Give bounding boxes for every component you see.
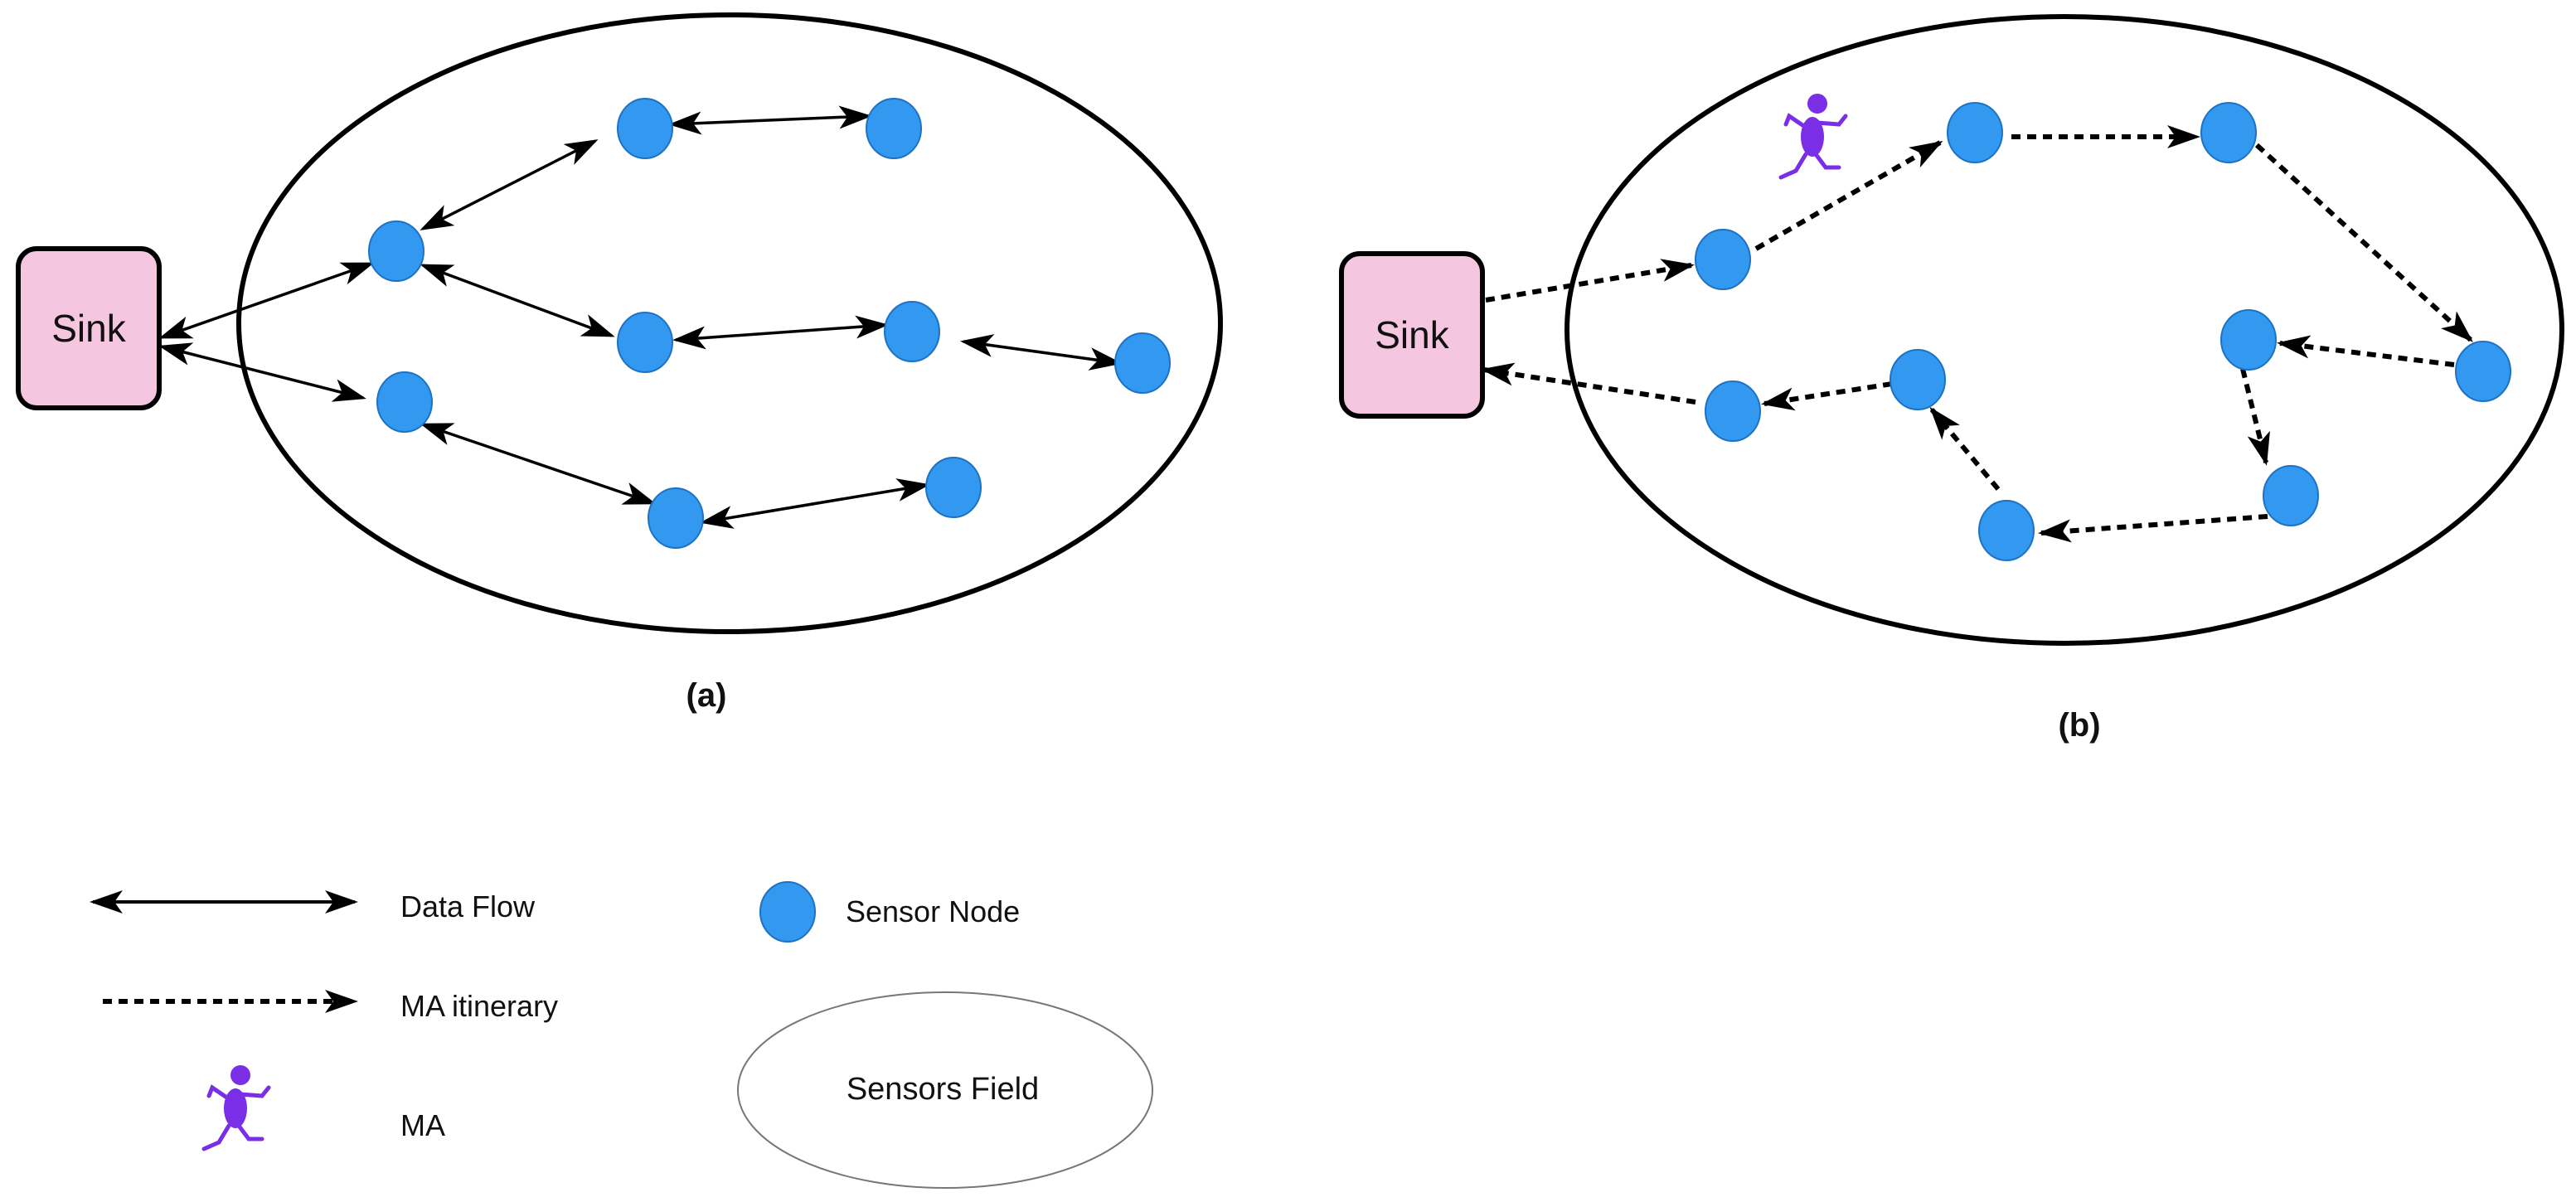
sink-label-a: Sink	[51, 307, 126, 350]
ma-itinerary-arrow	[2254, 143, 2473, 342]
sink-a: Sink	[16, 246, 162, 410]
data-flow-arrow	[420, 264, 615, 337]
sensor-node	[648, 487, 704, 549]
sink-b: Sink	[1339, 251, 1485, 419]
data-flow-arrow	[672, 315, 889, 350]
data-flow-arrow	[668, 105, 872, 135]
data-flow-arrow	[158, 342, 366, 402]
sensor-nodes-a	[368, 98, 1171, 549]
panel-label-b: (b)	[2058, 707, 2100, 744]
legend-data-flow: Data Flow	[90, 889, 536, 923]
sensor-node	[617, 98, 673, 159]
panel-a: Sink (a)	[16, 12, 1223, 714]
ma-itinerary-arrow	[2240, 368, 2270, 466]
ma-itinerary-arrow	[1481, 362, 1696, 405]
sensor-node	[1705, 380, 1761, 442]
data-flow-arrow	[700, 478, 930, 529]
sensor-node	[2220, 309, 2277, 371]
ma-itinerary-arrows-b	[1481, 125, 2473, 543]
sensor-node	[368, 221, 424, 282]
legend-sensor-node: Sensor Node	[759, 881, 1020, 943]
legend-sensors-field-label: Sensors Field	[847, 1072, 1039, 1107]
sensor-node	[1890, 349, 1946, 410]
data-flow-arrow	[158, 262, 375, 339]
running-agent-icon	[1781, 94, 1846, 177]
legend-sensors-field: Sensors Field	[737, 991, 1153, 1189]
sensor-node	[376, 371, 433, 433]
data-flow-arrow	[420, 139, 599, 230]
panel-label-a: (a)	[686, 677, 727, 714]
legend-ma: MA	[204, 1065, 445, 1149]
sensor-node	[866, 98, 922, 159]
legend-ma-itinerary-label: MA itinerary	[400, 989, 558, 1023]
ma-itinerary-arrow	[1485, 259, 1695, 303]
sensor-node	[1947, 102, 2003, 163]
legend-running-agent-icon	[204, 1065, 269, 1149]
sensor-nodes-b	[1695, 102, 2511, 561]
ma-itinerary-arrow	[1929, 406, 2001, 491]
sensor-node	[1695, 229, 1751, 290]
sensor-node	[2200, 102, 2257, 163]
data-flow-arrow	[420, 423, 657, 505]
data-flow-arrow	[960, 334, 1123, 371]
ma-itinerary-arrow	[1754, 140, 1943, 251]
legend: Data Flow MA itinerary MA Sensor Node Se…	[90, 881, 1153, 1189]
legend-ma-label: MA	[400, 1108, 445, 1142]
legend-data-flow-label: Data Flow	[400, 889, 536, 923]
sensor-node	[884, 301, 940, 362]
sensor-node	[1978, 500, 2035, 561]
sensor-node	[925, 457, 982, 518]
legend-sensor-node-circle	[759, 881, 816, 943]
sensor-node	[1114, 332, 1171, 394]
data-flow-arrows-a	[158, 105, 1123, 529]
ma-itinerary-arrow	[2038, 514, 2268, 543]
sink-label-b: Sink	[1375, 313, 1449, 356]
ma-itinerary-arrow	[1761, 381, 1893, 411]
sensor-node	[617, 312, 673, 373]
ma-itinerary-arrow	[2277, 335, 2455, 367]
sensor-node	[2455, 341, 2511, 402]
legend-ma-itinerary: MA itinerary	[103, 989, 558, 1023]
panel-b: Sink	[1339, 14, 2564, 744]
sensor-node	[2263, 465, 2319, 526]
sensors-field-b	[1565, 14, 2564, 646]
sink-box-b	[1339, 251, 1485, 419]
sensors-field-a	[236, 12, 1223, 634]
legend-sensors-field-ellipse	[737, 991, 1153, 1189]
legend-sensor-node-label: Sensor Node	[846, 894, 1020, 928]
